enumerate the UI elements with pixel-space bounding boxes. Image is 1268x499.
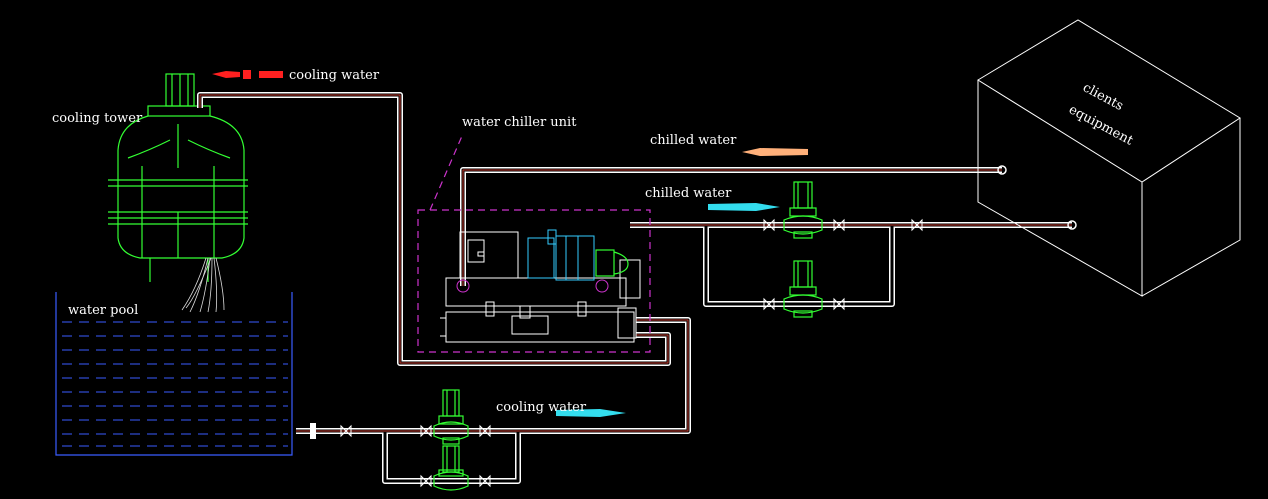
chiller-compressor xyxy=(527,229,595,281)
clients-equipment-label: clients equipment xyxy=(1066,80,1136,149)
clients-label-line2: equipment xyxy=(1066,102,1136,149)
cooling-tower xyxy=(108,73,248,282)
pump-chilled-1 xyxy=(783,181,823,239)
pump-cooling-1 xyxy=(433,389,469,445)
valves xyxy=(340,218,923,488)
water-chiller xyxy=(440,231,641,343)
chilled-water-supply-arrow xyxy=(708,203,780,211)
pump-chilled-2 xyxy=(783,260,823,318)
pipes xyxy=(197,92,1077,484)
chilled-water-return-arrow xyxy=(742,148,808,156)
chilled-water-supply-label: chilled water xyxy=(645,186,732,201)
cooling-water-arrow-top xyxy=(212,70,283,79)
cooling-water-arrow-bottom xyxy=(556,409,626,417)
cooling-water-label-bottom: cooling water xyxy=(496,400,587,415)
chiller-unit-boundary xyxy=(417,209,651,353)
water-chiller-unit-label: water chiller unit xyxy=(462,115,577,130)
cooling-water-label-top: cooling water xyxy=(289,68,380,83)
clients-equipment-box xyxy=(977,19,1241,297)
cooling-tower-label: cooling tower xyxy=(52,111,143,126)
water-spray xyxy=(181,257,225,313)
water-pool xyxy=(55,292,293,456)
chiller-motor xyxy=(595,249,629,277)
water-pool-label: water pool xyxy=(68,303,138,318)
pump-cooling-2 xyxy=(433,445,469,491)
chiller-leader-line xyxy=(429,135,463,211)
chilled-water-return-label: chilled water xyxy=(650,133,737,148)
